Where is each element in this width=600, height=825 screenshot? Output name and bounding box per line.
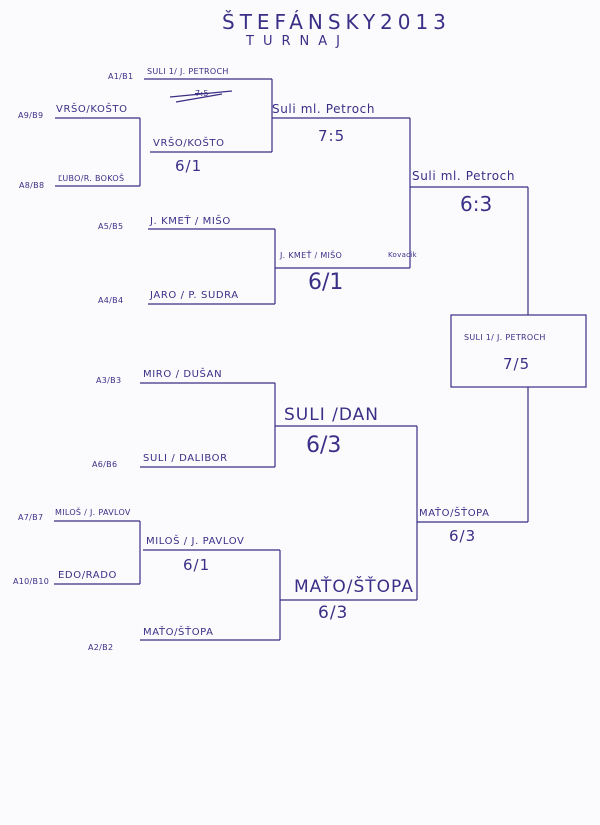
team-a3: MIRO / DUŠAN — [143, 369, 223, 380]
team-a7: MILOŠ / J. PAVLOV — [55, 508, 131, 517]
score-a9-a8: 6/1 — [175, 157, 203, 175]
r2-winner-4: MAŤO/ŠŤOPA — [294, 577, 414, 597]
semi-winner-top: Suli ml. Petroch — [412, 169, 516, 183]
team-a8: ĽUBO/R. BOKOŠ — [58, 174, 125, 183]
r2-winner-3: SULI /DAN — [284, 405, 379, 425]
team-a9: VRŠO/KOŠTO — [56, 104, 128, 115]
seed-a1: A1/B1 — [108, 72, 134, 81]
r2-winner-2: J. KMEŤ / MIŠO — [280, 251, 343, 260]
team-a1: SULI 1/ J. PETROCH — [147, 67, 229, 76]
title: ŠTEFÁNSKY — [222, 10, 381, 34]
seed-a8: A8/B8 — [19, 181, 45, 190]
seed-a10: A10/B10 — [13, 577, 50, 586]
seed-a9: A9/B9 — [18, 111, 44, 120]
seed-a5: A5/B5 — [98, 222, 124, 231]
winner-a9-a8: VRŠO/KOŠTO — [153, 138, 225, 149]
subtitle: TURNAJ — [246, 34, 349, 49]
score-a7-a10: 6/1 — [183, 556, 211, 574]
r2-score-4: 6/3 — [318, 603, 349, 623]
seed-a6: A6/B6 — [92, 460, 118, 469]
final-box — [450, 314, 587, 388]
title-year: 2013 — [380, 10, 451, 34]
seed-a4: A4/B4 — [98, 296, 124, 305]
winner-a7-a10: MILOŠ / J. PAVLOV — [146, 536, 245, 547]
r2-score-2: 6/1 — [308, 270, 344, 295]
team-a2: MAŤO/ŠŤOPA — [143, 627, 214, 638]
semi-score-top: 6:3 — [460, 192, 493, 216]
semi-score-bottom: 6/3 — [449, 527, 477, 545]
final-score: 7/5 — [503, 355, 531, 373]
r2-score-3: 6/3 — [306, 433, 342, 458]
r2-winner-2-note: Kovacik — [388, 251, 417, 259]
final-winner: SULI 1/ J. PETROCH — [464, 333, 546, 342]
team-a6: SULI / DALIBOR — [143, 453, 228, 464]
semi-winner-bottom: MAŤO/ŠŤOPA — [419, 508, 490, 519]
struck-note: 7:5 — [195, 89, 209, 98]
r2-score-1: 7:5 — [318, 127, 346, 145]
scribble-mark — [169, 90, 233, 103]
team-a5: J. KMEŤ / MIŠO — [150, 216, 231, 227]
seed-a3: A3/B3 — [96, 376, 122, 385]
team-a10: EDO/RADO — [58, 570, 118, 581]
r2-winner-1: Suli ml. Petroch — [272, 102, 376, 116]
team-a4: JARO / P. SUDRA — [150, 290, 239, 301]
seed-a7: A7/B7 — [18, 513, 44, 522]
seed-a2: A2/B2 — [88, 643, 114, 652]
